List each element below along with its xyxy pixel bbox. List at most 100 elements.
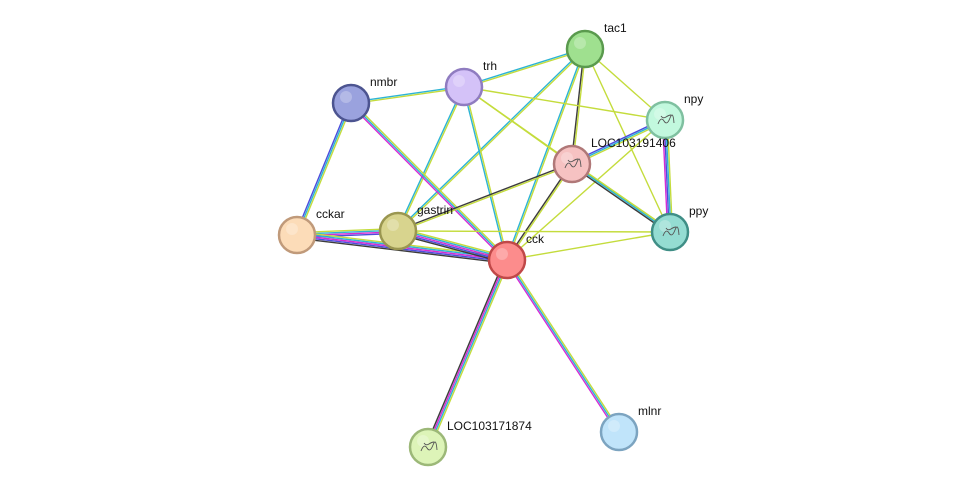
edge-evidence-text-mining [506, 231, 671, 261]
node-circle[interactable] [599, 412, 639, 452]
edge-evidence-database [296, 102, 352, 236]
edge-LOC103191406-cck[interactable] [505, 163, 574, 261]
node-cck[interactable] [487, 240, 527, 280]
node-circle[interactable] [650, 212, 690, 252]
edge-evidence-database [505, 48, 585, 260]
node-highlight [453, 75, 465, 87]
node-highlight [608, 420, 620, 432]
node-highlight [659, 220, 671, 232]
node-circle[interactable] [408, 427, 448, 467]
node-label-cckar: cckar [316, 207, 345, 221]
edge-evidence-experiment [349, 103, 507, 262]
edge-cck-LOC103171874[interactable] [425, 258, 510, 449]
edge-evidence-database [428, 260, 509, 448]
edge-gastrin-ppy[interactable] [397, 230, 671, 233]
edge-evidence-coexpression [570, 48, 585, 164]
node-circle[interactable] [277, 215, 317, 255]
edge-evidence-text-mining [507, 49, 587, 261]
node-highlight [286, 223, 298, 235]
node-layer [277, 29, 690, 467]
edge-nmbr-cck[interactable] [349, 101, 509, 262]
node-circle[interactable] [552, 144, 592, 184]
edge-evidence-experiment [426, 259, 507, 447]
node-circle[interactable] [565, 29, 605, 69]
node-circle[interactable] [645, 100, 685, 140]
edge-npy-cck[interactable] [506, 119, 666, 261]
edge-evidence-coexpression [296, 237, 507, 264]
edge-evidence-coexpression [570, 164, 670, 234]
node-highlight [561, 152, 573, 164]
edge-evidence-database [350, 102, 508, 261]
edge-trh-npy[interactable] [463, 86, 666, 121]
protein-structure-icon [657, 114, 675, 125]
node-LOC103171874[interactable] [408, 427, 448, 467]
edge-evidence-text-mining [398, 87, 466, 232]
edge-evidence-database [506, 259, 620, 433]
node-label-mlnr: mlnr [638, 404, 661, 418]
edge-LOC103191406-ppy[interactable] [570, 162, 672, 234]
node-label-LOC103191406: LOC103191406 [591, 136, 676, 150]
edge-evidence-text-mining [398, 164, 573, 233]
node-highlight [340, 91, 352, 103]
edge-evidence-database [396, 47, 585, 231]
node-gastrin[interactable] [378, 211, 418, 251]
edge-evidence-coexpression [397, 162, 572, 231]
edge-evidence-text-mining [463, 86, 666, 121]
edge-evidence-database [396, 86, 464, 231]
edge-nmbr-cckar[interactable] [294, 102, 354, 236]
node-npy[interactable] [645, 100, 685, 140]
edge-trh-gastrin[interactable] [396, 86, 466, 232]
node-mlnr[interactable] [599, 412, 639, 452]
node-circle[interactable] [487, 240, 527, 280]
node-ppy[interactable] [650, 212, 690, 252]
node-trh[interactable] [444, 67, 484, 107]
node-circle[interactable] [378, 211, 418, 251]
node-label-LOC103171874: LOC103171874 [447, 419, 532, 433]
edge-evidence-coexpression [505, 163, 572, 260]
node-label-ppy: ppy [689, 204, 708, 218]
edge-LOC103191406-gastrin[interactable] [397, 162, 573, 233]
edge-evidence-experiment [505, 260, 619, 434]
node-tac1[interactable] [565, 29, 605, 69]
node-label-npy: npy [684, 92, 703, 106]
edge-tac1-trh[interactable] [463, 47, 586, 89]
edge-evidence-text-mining [464, 49, 586, 89]
edge-cck-mlnr[interactable] [505, 258, 621, 434]
node-label-nmbr: nmbr [370, 75, 397, 89]
node-cckar[interactable] [277, 215, 317, 255]
edge-evidence-text-mining [397, 230, 671, 233]
node-LOC103191406[interactable] [552, 144, 592, 184]
node-label-tac1: tac1 [604, 21, 627, 35]
node-highlight [387, 219, 399, 231]
edge-evidence-text-mining [297, 103, 354, 236]
edge-evidence-coexpression [425, 258, 506, 447]
edge-cck-ppy[interactable] [506, 231, 671, 261]
node-label-trh: trh [483, 59, 497, 73]
protein-structure-icon [662, 226, 680, 237]
edge-evidence-text-mining [507, 164, 574, 261]
edge-evidence-text-mining [506, 119, 666, 261]
node-circle[interactable] [331, 83, 371, 123]
edge-evidence-text-mining [507, 258, 621, 432]
node-label-gastrin: gastrin [417, 203, 453, 217]
edge-tac1-ppy[interactable] [584, 48, 671, 233]
node-highlight [574, 37, 586, 49]
node-nmbr[interactable] [331, 83, 371, 123]
edge-evidence-database [571, 163, 671, 233]
protein-structure-icon [564, 158, 582, 169]
protein-structure-icon [420, 441, 438, 452]
edge-evidence-homology [294, 102, 351, 235]
node-highlight [496, 248, 508, 260]
node-circle[interactable] [444, 67, 484, 107]
edge-evidence-text-mining [429, 260, 510, 449]
node-highlight [654, 108, 666, 120]
node-highlight [417, 435, 429, 447]
edge-evidence-database [463, 47, 585, 87]
edge-tac1-cck[interactable] [505, 48, 587, 261]
edge-evidence-text-mining [572, 162, 672, 232]
edge-evidence-text-mining [398, 49, 587, 233]
node-label-cck: cck [526, 232, 545, 246]
edge-tac1-gastrin[interactable] [396, 47, 587, 233]
